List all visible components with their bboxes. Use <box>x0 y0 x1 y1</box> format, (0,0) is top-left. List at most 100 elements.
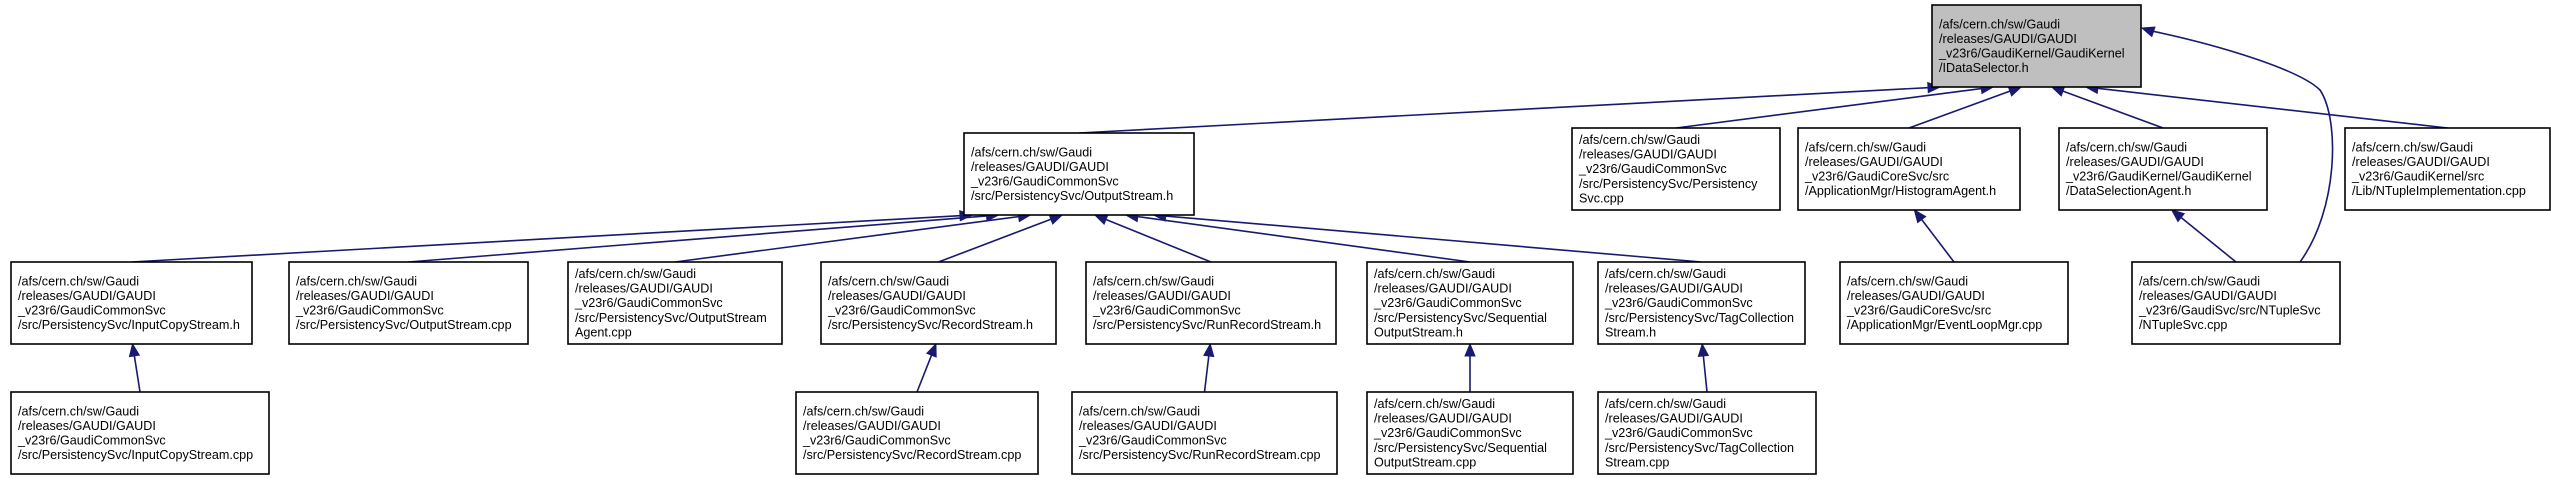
node-label-line: /afs/cern.ch/sw/Gaudi <box>828 274 949 288</box>
edge-line <box>1137 215 1471 263</box>
node-sequential-output-stream-cpp[interactable]: /afs/cern.ch/sw/Gaudi/releases/GAUDI/GAU… <box>1366 391 1574 475</box>
node-ntuple-implementation-cpp[interactable]: /afs/cern.ch/sw/Gaudi/releases/GAUDI/GAU… <box>2344 127 2551 211</box>
edge-tag-collection-stream-cpp-to-tag-collection-stream-h <box>1697 342 1710 393</box>
node-label-line: /src/PersistencySvc/InputCopyStream.h <box>18 318 240 332</box>
node-label-line: /DataSelectionAgent.h <box>2066 184 2191 198</box>
edge-line <box>408 215 987 263</box>
node-label-line: /afs/cern.ch/sw/Gaudi <box>1093 274 1214 288</box>
node-box <box>10 261 253 345</box>
node-box <box>1571 127 1781 211</box>
node-root: /afs/cern.ch/sw/Gaudi/releases/GAUDI/GAU… <box>1931 4 2142 88</box>
edge-arrowhead <box>1913 208 1927 224</box>
node-tag-collection-stream-h[interactable]: /afs/cern.ch/sw/Gaudi/releases/GAUDI/GAU… <box>1597 261 1806 345</box>
node-label-line: _v23r6/GaudiCommonSvc <box>1092 304 1241 318</box>
node-box <box>2131 261 2341 345</box>
edge-record-stream-cpp-to-record-stream-h <box>916 342 937 393</box>
node-output-stream-h[interactable]: /afs/cern.ch/sw/Gaudi/releases/GAUDI/GAU… <box>963 132 1195 216</box>
node-box <box>1366 391 1574 475</box>
node-label-line: /releases/GAUDI/GAUDI <box>2139 289 2277 303</box>
node-label-line: _v23r6/GaudiCommonSvc <box>17 304 166 318</box>
node-label-line: /releases/GAUDI/GAUDI <box>1847 289 1985 303</box>
node-box <box>10 391 270 475</box>
node-input-copy-stream-h[interactable]: /afs/cern.ch/sw/Gaudi/releases/GAUDI/GAU… <box>10 261 253 345</box>
node-label-line: /afs/cern.ch/sw/Gaudi <box>1605 397 1726 411</box>
edge-line <box>674 215 1019 263</box>
node-label-line: /afs/cern.ch/sw/Gaudi <box>803 404 924 418</box>
node-label-line: /src/PersistencySvc/OutputStream.cpp <box>296 318 512 332</box>
node-label-line: /releases/GAUDI/GAUDI <box>1805 155 1943 169</box>
node-label-line: /afs/cern.ch/sw/Gaudi <box>1805 140 1926 154</box>
edge-record-stream-h-to-output-stream-h <box>938 214 1064 263</box>
edge-run-record-stream-h-to-output-stream-h <box>1093 214 1212 263</box>
node-label-line: /releases/GAUDI/GAUDI <box>2352 155 2490 169</box>
node-persistency-svc-cpp[interactable]: /afs/cern.ch/sw/Gaudi/releases/GAUDI/GAU… <box>1571 127 1781 211</box>
node-label-line: /NTupleSvc.cpp <box>2139 318 2227 332</box>
node-label-line: _v23r6/GaudiCoreSvc/src <box>1846 304 1991 318</box>
node-label-line: /src/PersistencySvc/RunRecordStream.cpp <box>1079 448 1320 462</box>
node-label-line: _v23r6/GaudiCoreSvc/src <box>1804 170 1949 184</box>
node-label-line: _v23r6/GaudiCommonSvc <box>1373 426 1522 440</box>
edge-arrowhead <box>2050 85 2066 97</box>
edge-line <box>1203 355 1210 393</box>
node-box <box>2344 127 2551 211</box>
node-label-line: /afs/cern.ch/sw/Gaudi <box>1579 133 1700 147</box>
edge-line <box>131 214 961 263</box>
node-label-line: /releases/GAUDI/GAUDI <box>18 419 156 433</box>
edge-arrowhead <box>925 342 937 358</box>
edge-sequential-output-stream-cpp-to-sequential-output-stream-h <box>1464 342 1476 392</box>
node-input-copy-stream-cpp[interactable]: /afs/cern.ch/sw/Gaudi/releases/GAUDI/GAU… <box>10 391 270 475</box>
node-label-line: /src/PersistencySvc/OutputStream <box>575 311 767 325</box>
node-label-line: Stream.h <box>1605 325 1656 339</box>
edge-sequential-output-stream-h-to-output-stream-h <box>1124 210 1471 263</box>
node-box <box>1597 261 1806 345</box>
node-box <box>2058 127 2268 211</box>
edge-input-copy-stream-h-to-output-stream-h <box>131 209 974 263</box>
node-box <box>795 391 1039 475</box>
node-label-line: /afs/cern.ch/sw/Gaudi <box>1939 17 2060 31</box>
node-label-line: /releases/GAUDI/GAUDI <box>18 289 156 303</box>
node-label-line: /src/PersistencySvc/Persistency <box>1579 177 1758 191</box>
edge-arrowhead <box>1697 342 1710 358</box>
node-label-line: _v23r6/GaudiCommonSvc <box>574 296 723 310</box>
node-run-record-stream-cpp[interactable]: /afs/cern.ch/sw/Gaudi/releases/GAUDI/GAU… <box>1071 391 1338 475</box>
node-label-line: /afs/cern.ch/sw/Gaudi <box>2352 140 2473 154</box>
edge-line <box>1921 219 1955 263</box>
node-label-line: /afs/cern.ch/sw/Gaudi <box>296 274 417 288</box>
edge-arrowhead <box>1048 214 1064 225</box>
node-record-stream-cpp[interactable]: /afs/cern.ch/sw/Gaudi/releases/GAUDI/GAU… <box>795 391 1039 475</box>
node-label-line: /afs/cern.ch/sw/Gaudi <box>1605 267 1726 281</box>
node-label-line: /releases/GAUDI/GAUDI <box>1579 148 1717 162</box>
node-event-loop-mgr-cpp[interactable]: /afs/cern.ch/sw/Gaudi/releases/GAUDI/GAU… <box>1839 261 2069 345</box>
node-label-line: _v23r6/GaudiCommonSvc <box>970 175 1119 189</box>
node-output-stream-agent-cpp[interactable]: /afs/cern.ch/sw/Gaudi/releases/GAUDI/GAU… <box>567 261 783 345</box>
node-record-stream-h[interactable]: /afs/cern.ch/sw/Gaudi/releases/GAUDI/GAU… <box>820 261 1057 345</box>
edge-run-record-stream-cpp-to-run-record-stream-h <box>1203 342 1215 393</box>
node-tag-collection-stream-cpp[interactable]: /afs/cern.ch/sw/Gaudi/releases/GAUDI/GAU… <box>1597 391 1817 475</box>
node-sequential-output-stream-h[interactable]: /afs/cern.ch/sw/Gaudi/releases/GAUDI/GAU… <box>1366 261 1574 345</box>
node-label-line: /src/PersistencySvc/TagCollection <box>1605 311 1794 325</box>
node-label-line: _v23r6/GaudiCommonSvc <box>295 304 444 318</box>
node-output-stream-cpp[interactable]: /afs/cern.ch/sw/Gaudi/releases/GAUDI/GAU… <box>288 261 529 345</box>
node-label-line: /src/PersistencySvc/Sequential <box>1374 311 1547 325</box>
node-label-line: /releases/GAUDI/GAUDI <box>971 160 1109 174</box>
node-data-selection-agent-h[interactable]: /afs/cern.ch/sw/Gaudi/releases/GAUDI/GAU… <box>2058 127 2268 211</box>
node-histogram-agent-h[interactable]: /afs/cern.ch/sw/Gaudi/releases/GAUDI/GAU… <box>1797 127 2021 211</box>
node-box <box>820 261 1057 345</box>
node-run-record-stream-h[interactable]: /afs/cern.ch/sw/Gaudi/releases/GAUDI/GAU… <box>1085 261 1337 345</box>
node-label-line: /releases/GAUDI/GAUDI <box>1939 32 2077 46</box>
node-ntuple-svc-cpp[interactable]: /afs/cern.ch/sw/Gaudi/releases/GAUDI/GAU… <box>2131 261 2341 345</box>
edge-arrowhead <box>2140 26 2156 38</box>
node-label-line: /releases/GAUDI/GAUDI <box>1093 289 1231 303</box>
node-label-line: /src/PersistencySvc/TagCollection <box>1605 441 1794 455</box>
edge-ntuple-implementation-cpp-to-root <box>2084 82 2448 129</box>
node-label-line: /releases/GAUDI/GAUDI <box>1605 282 1743 296</box>
node-label-line: /releases/GAUDI/GAUDI <box>1079 419 1217 433</box>
node-label-line: /afs/cern.ch/sw/Gaudi <box>575 267 696 281</box>
node-label-line: /afs/cern.ch/sw/Gaudi <box>1079 404 1200 418</box>
node-box <box>1366 261 1574 345</box>
node-label-line: /releases/GAUDI/GAUDI <box>828 289 966 303</box>
edge-line <box>1675 87 1982 129</box>
edge-tag-collection-stream-h-to-output-stream-h <box>1152 210 1702 263</box>
node-label-line: _v23r6/GaudiCommonSvc <box>802 434 951 448</box>
